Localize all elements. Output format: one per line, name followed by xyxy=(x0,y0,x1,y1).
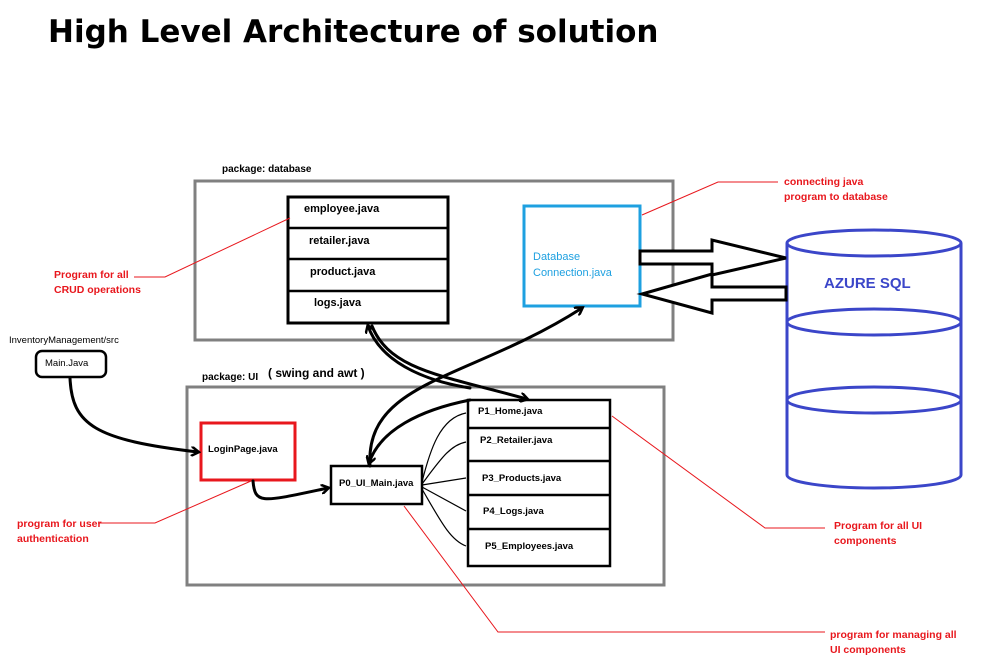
annotation-crud: Program for all CRUD operations xyxy=(54,269,141,296)
ui-main-box xyxy=(329,464,424,506)
leader-managing xyxy=(403,505,825,633)
leader-crud xyxy=(134,217,291,278)
ui-page-retailer: P2_Retailer.java xyxy=(480,435,553,446)
package-database-label: package: database xyxy=(222,164,312,175)
azure-sql-cylinder xyxy=(785,228,963,490)
ui-page-products: P3_Products.java xyxy=(482,473,562,484)
annotation-connecting: connecting java program to database xyxy=(784,176,888,203)
main-java-label: Main.Java xyxy=(45,358,89,369)
arrow-uimain-to-dbconnection xyxy=(368,308,582,468)
arrow-dbfiles-to-uipages xyxy=(370,324,527,399)
db-file-retailer: retailer.java xyxy=(309,235,370,247)
ui-page-employees: P5_Employees.java xyxy=(485,541,574,552)
src-path-label: InventoryManagement/src xyxy=(9,335,119,346)
leader-auth xyxy=(98,480,252,524)
block-arrow-from-azure xyxy=(636,272,788,315)
azure-sql-label: AZURE SQL xyxy=(824,275,911,292)
block-arrow-to-azure xyxy=(638,238,787,277)
database-file-list xyxy=(286,195,450,325)
arrow-login-to-uimain xyxy=(251,479,328,501)
login-page-box xyxy=(199,421,297,482)
package-ui-label: package: UI xyxy=(202,372,259,383)
ui-pages-list xyxy=(466,398,612,568)
arrow-uimain-from-dbconnection xyxy=(369,398,472,463)
ui-main-page-connectors xyxy=(421,412,467,547)
arrow-main-to-login xyxy=(68,376,198,452)
annotation-auth: program for user authentication xyxy=(17,518,102,545)
arrow-uipages-to-dbfiles xyxy=(368,326,472,390)
db-file-logs: logs.java xyxy=(314,297,362,309)
annotation-ui-components: Program for all UI components xyxy=(834,520,923,547)
leader-connecting xyxy=(641,181,778,216)
package-ui-note: ( swing and awt ) xyxy=(268,366,365,380)
package-ui-box xyxy=(185,385,666,587)
leader-ui-components xyxy=(611,415,825,529)
page-title: High Level Architecture of solution xyxy=(48,14,659,50)
annotation-managing: program for managing all UI components xyxy=(830,629,957,656)
db-connection-label: Database Connection.java xyxy=(533,251,612,279)
ui-page-home: P1_Home.java xyxy=(478,406,543,417)
ui-page-logs: P4_Logs.java xyxy=(483,506,544,517)
db-file-employee: employee.java xyxy=(304,203,380,215)
db-file-product: product.java xyxy=(310,266,376,278)
login-page-label: LoginPage.java xyxy=(208,444,278,455)
ui-main-label: P0_UI_Main.java xyxy=(339,478,414,489)
